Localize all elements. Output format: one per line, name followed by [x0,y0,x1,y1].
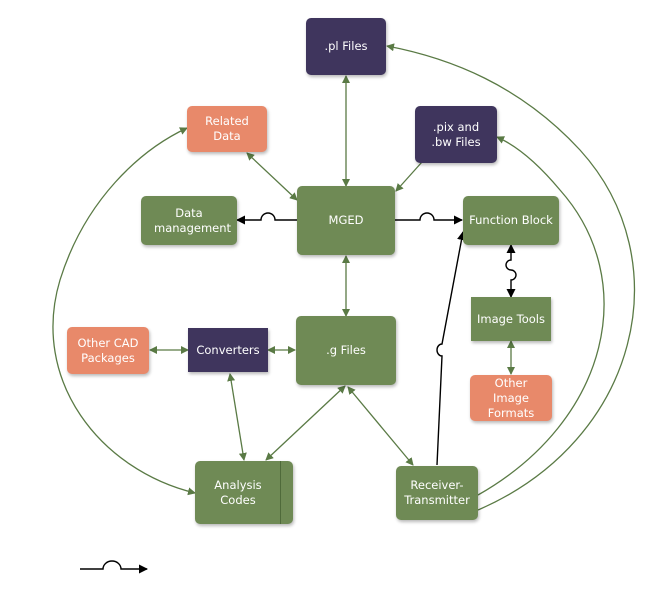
function-block-label: Function Block [469,213,553,227]
other-image-formats-label: Other Image Formats [487,375,535,420]
data-management-label: Data management [154,205,232,235]
other-cad-packages-label: Other CAD Packages [77,335,139,365]
pl-files-label: .pl Files [324,39,368,53]
legend-hop-connector [80,560,148,574]
edge-pix-mged [395,161,423,192]
edge-receiver-function [436,231,466,466]
g-files-label: .g Files [326,343,366,357]
mged-label: MGED [328,213,364,227]
other-cad-packages-node[interactable]: Other CAD Packages [67,327,149,374]
edge-receiver-pl [386,43,635,511]
edge-conv-analysis [227,373,247,461]
mged-node[interactable]: MGED [297,186,395,255]
pix-bw-files-label: .pix and .bw Files [431,119,481,149]
related-data-label: Related Data [205,114,249,143]
converters-label: Converters [196,342,260,357]
edge-mged-related [246,152,298,201]
edge-analysis-related [52,127,196,496]
image-tools-label: Image Tools [476,311,545,326]
edge-receiver-pix [477,136,605,496]
function-block-node[interactable]: Function Block [463,196,559,245]
g-files-node[interactable]: .g Files [296,316,396,385]
related-data-node[interactable]: Related Data [187,106,267,152]
analysis-codes-label: Analysis Codes [214,477,262,507]
pix-bw-files-node[interactable]: .pix and .bw Files [415,106,497,163]
edge-function-imgtools [505,244,517,298]
edge-mged-datamgmt [236,212,297,225]
edge-g-analysis [265,385,346,461]
receiver-transmitter-label: Receiver-Transmitter [404,478,470,507]
image-tools-node[interactable]: Image Tools [471,297,551,341]
receiver-transmitter-node[interactable]: Receiver-Transmitter [396,466,478,520]
converters-node[interactable]: Converters [188,328,268,372]
data-management-node[interactable]: Data management [141,196,237,245]
edge-mged-function [395,212,463,225]
other-image-formats-node[interactable]: Other Image Formats [470,375,552,421]
analysis-codes-node[interactable]: Analysis Codes [195,461,293,524]
pl-files-node[interactable]: .pl Files [306,18,386,75]
edge-g-receiver [347,386,414,466]
